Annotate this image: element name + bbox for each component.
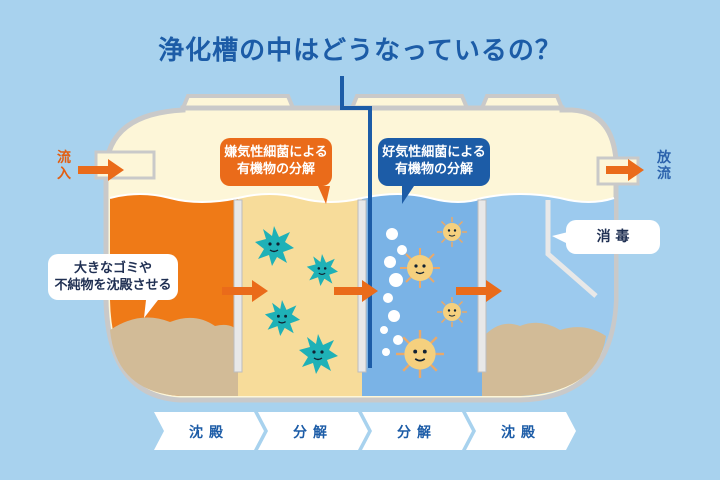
step-label-4: 沈殿 xyxy=(501,425,541,441)
arrow-flow-1 xyxy=(222,280,268,302)
bacteria-aerobic-2 xyxy=(400,248,440,288)
bacteria-anaerobic-3 xyxy=(264,300,300,336)
water-surface-lines xyxy=(109,193,615,203)
air-bubbles xyxy=(380,228,407,356)
step-chevron-1 xyxy=(154,412,264,450)
arrow-outflow xyxy=(606,159,644,181)
callout-aerobic-tail xyxy=(402,186,414,204)
bacteria-aerobic-4 xyxy=(395,329,445,379)
callout-aerobic: 好気性細菌による 有機物の分解 xyxy=(378,138,490,186)
step-chevron-2 xyxy=(258,412,368,450)
step-chevron-4 xyxy=(466,412,576,450)
step-chevron-3 xyxy=(362,412,472,450)
outflow-label: 放 流 xyxy=(657,150,671,182)
arrow-flow-2 xyxy=(334,280,378,302)
callout-sediment: 大きなゴミや 不純物を沈殿させる xyxy=(48,254,178,300)
bacteria-aerobic-3 xyxy=(437,297,467,327)
arrow-inflow xyxy=(78,159,124,181)
wall-3 xyxy=(477,199,487,373)
chamber-sediment-sludge xyxy=(110,317,238,396)
bacteria-anaerobic-4 xyxy=(299,334,338,374)
bacteria-anaerobic-2 xyxy=(306,254,338,286)
chamber-settle-sludge xyxy=(482,322,606,396)
step-label-1: 沈殿 xyxy=(189,425,229,441)
inlet-pipe xyxy=(94,150,156,180)
wall-1 xyxy=(233,199,243,373)
callout-disinfect-tail xyxy=(552,232,568,244)
step-label-2: 分解 xyxy=(293,425,333,441)
bacteria-anaerobic-1 xyxy=(255,226,294,266)
inflow-label: 流 入 xyxy=(57,150,71,182)
callout-sediment-tail xyxy=(144,300,158,318)
callout-anaerobic: 嫌気性細菌による 有機物の分解 xyxy=(220,138,332,186)
callout-anaerobic-tail xyxy=(318,186,330,204)
bacteria-aerobic-1 xyxy=(437,217,467,247)
callout-disinfect: 消 毒 xyxy=(566,220,660,254)
page-title: 浄化槽の中はどうなっているの？ xyxy=(158,36,562,66)
air-pipe xyxy=(340,76,372,368)
disinfect-chute xyxy=(545,200,598,298)
step-label-3: 分解 xyxy=(397,425,437,441)
arrow-flow-3 xyxy=(456,280,502,302)
